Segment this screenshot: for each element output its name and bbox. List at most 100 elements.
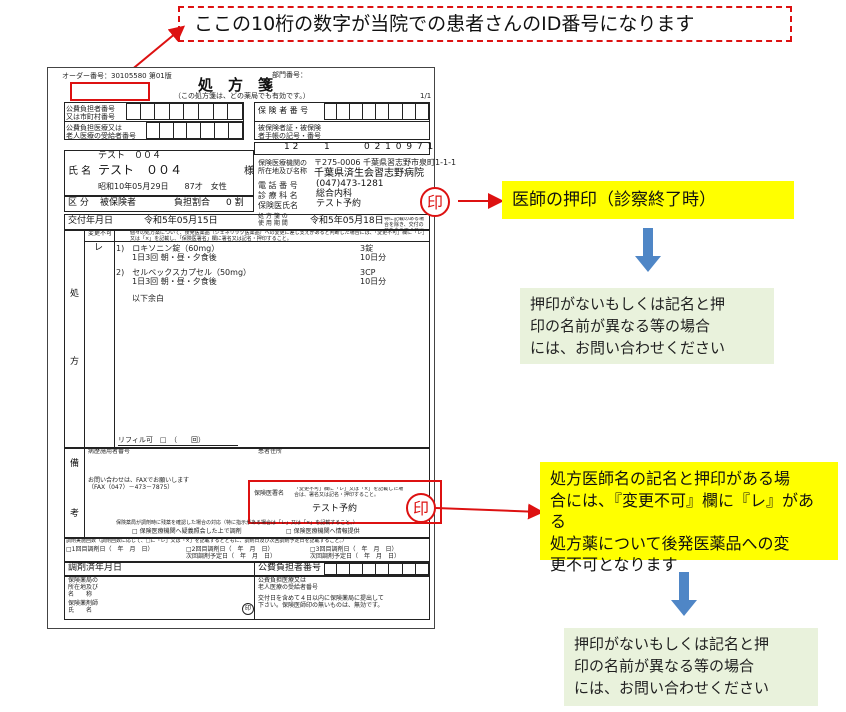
dispense-label: 調剤済年月日 [68,563,123,573]
dept-label: 診 療 科 名 [258,191,298,200]
rx-2-dose: 1日3回 朝・昼・夕食後 [132,277,217,286]
patient-name-kana: テスト ００４ [98,151,162,161]
category: 被保険者 [100,198,137,208]
valid-date: 令和5年05月18日 [310,216,384,226]
sig-note: 「変更不可」欄に「レ」又は「×」を記載した場合は、署名又は記名・押印すること。 [294,487,404,498]
pharmacist-label-1: 保険薬剤師 [68,600,99,607]
down-arrow-icon [635,228,661,272]
inst-address: 〒275-0006 千葉県習志野市泉町1-1-1 [314,158,457,167]
change-mark: レ [94,243,104,253]
issue-label: 交付年月日 [68,216,114,226]
valid-label-1: 処 方 箋 の [258,213,288,220]
rx-end: 以下余白 [132,294,164,303]
info-1-line-1: 押印がないもしくは記名と押 [530,295,726,313]
notes-divider [84,448,85,538]
disease-no: 病歴施用者番号 [88,448,131,455]
insurer-label: 保 険 者 番 号 [258,106,309,115]
yellow-2-line-4: 更不可となります [550,555,678,575]
id-number-callout: ここの10桁の数字が当院での患者さんのID番号になります [178,6,792,42]
rx-left-divider [84,230,85,448]
stock-option-1: □ 保険医療機関へ疑義照会した上で調剤 [132,528,242,535]
pharmacy-seal-icon: 印 [242,603,254,615]
footer-note-2: 下さい。保険医師印の無いものは、無効です。 [258,602,384,609]
inst-label-2: 所在地及び名称 [258,167,307,175]
rx-area [64,230,430,448]
info-2-line-1: 押印がないもしくは記名と押 [574,635,770,653]
patient-label: 氏 名 [68,166,92,177]
rx-2-qty: 3CP [360,268,376,277]
info-1-line-2: 印の名前が異なる等の場合 [530,316,711,335]
footer-note-1: 交付日を含めて４日以内に保険薬局に提出して [258,595,384,602]
doctor-label: 保険医氏名 [258,201,298,210]
pharmacist-label-2: 氏 名 [68,607,93,614]
yellow-2-line-3: 処方薬について後発医薬品への変 [550,533,790,553]
inst-name: 千葉県済生会習志野病院 [314,168,424,179]
next-2: 次回調剤予定日（ 年 月 日） [310,553,401,560]
issue-date: 令和5年05月15日 [144,216,218,226]
rx-label-2: 方 [70,357,80,367]
pharmacy-label-3: 名 称 [68,591,93,598]
refill-note: 調剤実施回数（調剤回数に応じて、□に「レ」又は「×」を記載するとともに、調剤日及… [66,538,348,544]
patient-id-box [70,82,150,101]
rx-2-days: 10日分 [360,277,387,286]
refill-1: □1回目調剤日（ 年 月 日） [66,546,154,553]
rx-1-qty: 3錠 [360,244,374,253]
change-col-divider [114,230,115,448]
payer2-label: 公費負担者番号 [258,563,322,573]
info-1-line-3: には、お問い合わせください [530,338,726,357]
form-title: 処 方 箋 [198,76,274,94]
category-row [64,196,254,212]
dept-number-label: 部門番号： [272,71,307,79]
institution-code-row [254,142,430,155]
burden-label: 負担割合 [174,198,211,208]
doctor-seal-highlight: 医師の押印（診察終了時） [502,181,794,219]
valid-note: 特に記載のある場合を除き、交付の日を含めて４日以内に保険薬局に提出すること。 [384,217,425,229]
page-number: 1/1 [420,92,432,100]
dept: 総合内科 [316,189,353,199]
notes-area [64,448,430,538]
inst-label-1: 保険医療機関の [258,159,307,167]
pharmacy-row [64,576,430,620]
pharmacy-label-1: 保険薬局の [68,577,99,584]
change-note: 個々の処方薬について、後発医薬品（ジェネリック医薬品）への変更に差し支えがあると… [130,231,425,241]
patient-name: テスト ００４ [98,163,183,177]
rx-2-name: 2) セルベックスカプセル（50mg） [116,268,252,277]
sig-name: テスト予約 [312,504,358,514]
notes-label-1: 備 [70,459,80,469]
change-label: 変更不可 [88,230,113,237]
table-code: 1 [324,142,330,152]
burden: 0 割 [226,198,244,208]
divider [84,241,430,242]
signature-arrow [435,503,544,520]
honorific: 様 [244,166,254,177]
divider [64,121,244,122]
divider [254,576,255,620]
yellow-2-line-2: 合には、『変更不可』欄に『レ』がある [550,490,815,532]
signature-box [248,480,442,524]
notes-label-2: 考 [70,509,80,519]
pref-code: 1 2 [284,142,299,152]
doctor-seal-icon: 印 [420,187,450,217]
change-prohibited-highlight: 処方医師名の記名と押印がある場 合には、『変更不可』欄に『レ』がある 処方薬につ… [540,462,838,574]
insurer-cells [324,103,429,120]
payer2-cells [324,563,429,575]
rx-label-1: 処 [70,289,80,299]
recipient-label-2: 老人医療の受給者番号 [66,132,136,140]
recipient-label-1: 公費負担医療又は [66,124,122,132]
tel-label: 電 話 番 号 [258,181,298,190]
signature-seal-icon: 印 [406,493,436,523]
doctor-name: テスト予約 [316,199,362,209]
prescription-form: オーダー番号：30105580 第01版 部門番号： 処 方 箋 （この処方箋は… [47,67,456,629]
refill-row [64,538,430,562]
sig-label: 保険医署名 [254,490,285,497]
birth-date: 昭和10年05月29日 87才 女性 [98,182,227,191]
recipient2-label-2: 老人医療の受給者番号 [258,584,319,591]
order-number: オーダー番号：30105580 第01版 [62,72,172,80]
info-box-2: 押印がないもしくは記名と押 印の名前が異なる等の場合 には、お問い合わせください [564,628,818,706]
rx-1-dose: 1日3回 朝・昼・夕食後 [132,253,217,262]
patient-address: 患者住所 [258,448,283,455]
patient-block [64,150,254,196]
info-2-line-2: 印の名前が異なる等の場合 [574,656,755,675]
next-1: 次回調剤予定日（ 年 月 日） [186,553,277,560]
divider [254,562,255,576]
